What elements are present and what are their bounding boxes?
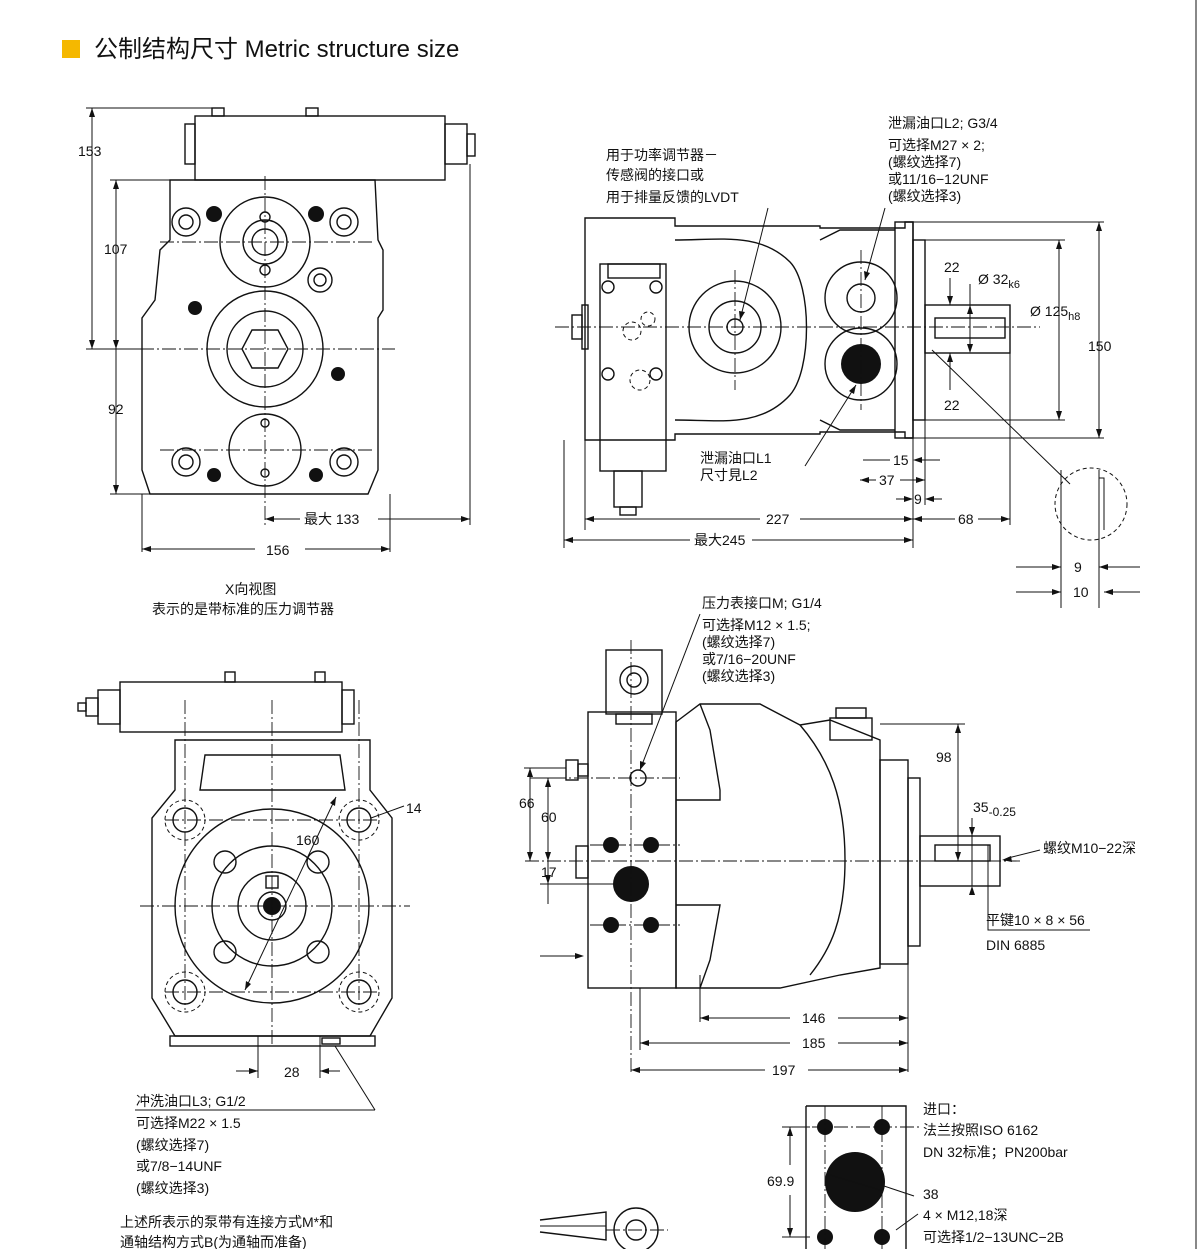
side-view-top [555,207,1140,608]
dim-66: 66 [519,795,535,811]
dim-22-top: 22 [944,259,960,275]
dim-max-133: 最大 133 [304,511,359,527]
view-x [86,107,476,552]
dim-125: Ø 125h8 [1030,303,1080,323]
dim-98: 98 [936,749,952,765]
dim-32: Ø 32k6 [978,271,1020,291]
note-bottom-2: 通轴结构方式B(为通轴而准备) [120,1234,307,1249]
dim-15: 15 [893,452,909,468]
note-m-2: 可选择M12 × 1.5; [702,617,811,633]
note-l3-5: (螺纹选择3) [136,1180,209,1196]
dim-28: 28 [284,1064,300,1080]
note-m-5: (螺纹选择3) [702,668,775,684]
note-m-3: (螺纹选择7) [702,634,775,650]
title-accent-square [62,40,80,58]
dim-150: 150 [1088,338,1112,354]
note-l2-2: 可选择M27 × 2; [888,137,985,153]
inlet-thread-1: 4 × M12,18深 [923,1207,1007,1223]
inlet-note-1: 进口： [923,1101,965,1117]
dim-69-9: 69.9 [767,1173,794,1189]
dim-153: 153 [78,143,102,159]
dim-92: 92 [108,401,124,417]
note-l3-1: 冲洗油口L3; G1/2 [136,1093,246,1109]
note-m-1: 压力表接口M; G1/4 [702,595,822,611]
note-l2-3: (螺纹选择7) [888,154,961,170]
dim-17: 17 [541,864,557,880]
dim-37: 37 [879,472,895,488]
inlet-thread-2: 可选择1/2−13UNC−2B [923,1229,1064,1245]
inlet-flange [539,1105,920,1249]
note-l3-2: 可选择M22 × 1.5 [136,1115,241,1131]
dim-146: 146 [802,1010,826,1026]
note-l3-4: 或7/8−14UNF [136,1158,222,1174]
dim-9: 9 [914,491,922,507]
note-l1-2: 尺寸見L2 [700,467,758,483]
dim-9-detail: 9 [1074,559,1082,575]
note-power-regulator-1: 用于功率调节器－ [606,147,718,163]
dim-156: 156 [266,542,290,558]
dim-60: 60 [541,809,557,825]
note-din: DIN 6885 [986,937,1045,953]
front-view [77,671,410,1111]
dim-185: 185 [802,1035,826,1051]
note-thread-m10: 螺纹M10−22深 [1043,840,1136,856]
view-x-caption: X向视图 [225,581,276,597]
note-l2-5: (螺纹选择3) [888,188,961,204]
view-x-caption-sub: 表示的是带标准的压力调节器 [152,601,334,617]
dim-35: 35-0.25 [973,799,1016,819]
dim-14: 14 [406,800,422,816]
dim-max-245: 最大245 [694,532,746,548]
page-title: 公制结构尺寸 Metric structure size [94,36,459,63]
dim-22-bottom: 22 [944,397,960,413]
note-power-regulator-2: 传感阀的接口或 [606,167,704,183]
note-m-4: 或7/16−20UNF [702,651,796,667]
side-view-bottom [524,613,1090,1075]
note-l2-1: 泄漏油口L2; G3/4 [888,115,998,131]
note-l3-3: (螺纹选择7) [136,1137,209,1153]
note-bottom-1: 上述所表示的泵带有连接方式M*和 [120,1214,333,1230]
inlet-note-3: DN 32标准；PN200bar [923,1144,1068,1161]
dim-68: 68 [958,511,974,527]
note-power-regulator-3: 用于排量反馈的LVDT [606,189,739,205]
dim-38: 38 [923,1186,939,1202]
dim-160: 160 [296,832,320,848]
note-l2-4: 或11/16−12UNF [888,171,989,187]
dim-10-detail: 10 [1073,584,1089,600]
note-key: 平键10 × 8 × 56 [986,912,1085,928]
inlet-note-2: 法兰按照ISO 6162 [923,1122,1038,1138]
dim-197: 197 [772,1062,796,1078]
note-l1-1: 泄漏油口L1 [700,450,772,466]
dim-227: 227 [766,511,790,527]
dim-107: 107 [104,241,128,257]
